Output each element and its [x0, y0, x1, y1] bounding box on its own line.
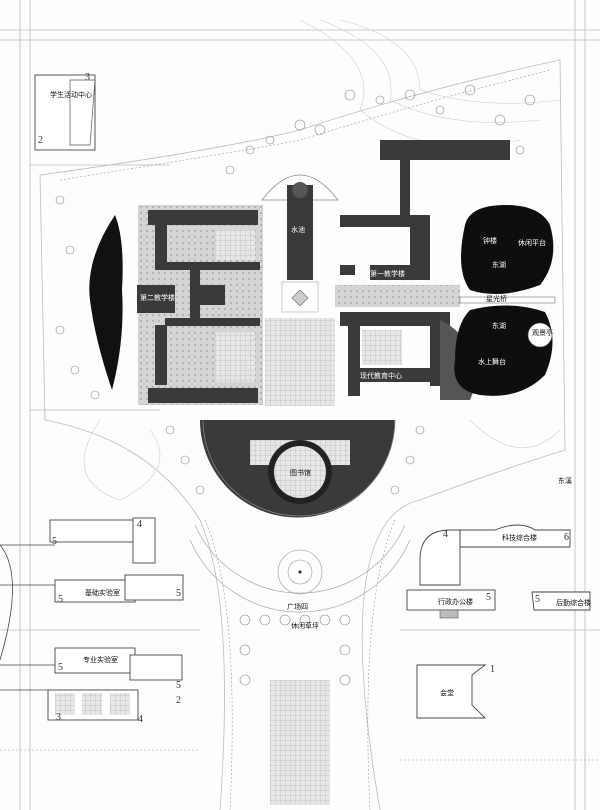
library: 图书馆: [189, 419, 411, 613]
modern-edu-label: 现代教育中心: [360, 371, 402, 380]
plaza-label: 广场四: [287, 602, 308, 611]
professional-laboratory: 专业实验室 5 5 2 3 4: [0, 647, 183, 725]
platform-label: 休闲平台: [518, 238, 546, 247]
svg-text:5: 5: [52, 536, 57, 547]
pier-label: 钟楼: [483, 236, 497, 245]
logistics-label: 后勤综合楼: [556, 598, 591, 607]
svg-text:4: 4: [137, 519, 142, 530]
svg-text:5: 5: [486, 592, 491, 603]
admin-building: 行政办公楼 5: [406, 589, 496, 619]
pavilion-label: 观景亭: [532, 328, 553, 337]
assembly-hall: 会堂 1: [416, 664, 495, 719]
west-pond: [89, 215, 123, 390]
plaza-four: 广场四 休闲草坪: [270, 549, 330, 805]
svg-text:6: 6: [564, 532, 569, 543]
basic-lab-label: 基础实验室: [85, 588, 120, 597]
bridge-label: 星光桥: [486, 294, 507, 303]
svg-text:1: 1: [490, 664, 495, 675]
svg-text:3: 3: [56, 712, 61, 723]
basic-laboratory: 基础实验室 4 5 5 5: [0, 517, 184, 661]
stage-label: 水上舞台: [478, 357, 506, 366]
svg-text:2: 2: [176, 695, 181, 706]
student-center: 学生活动中心 3 2: [34, 72, 96, 151]
svg-text:4: 4: [138, 714, 143, 725]
svg-text:4: 4: [443, 529, 448, 540]
svg-text:5: 5: [176, 588, 181, 599]
svg-text:2: 2: [38, 135, 43, 146]
tech-building: 科技综合楼 4 6: [419, 524, 571, 586]
hall-label: 会堂: [440, 688, 454, 697]
teaching-2-label: 第二教学楼: [140, 293, 175, 302]
teaching-building-1: 第一教学楼: [335, 140, 510, 307]
teaching-1-label: 第一教学楼: [370, 269, 405, 278]
pro-lab-label: 专业实验室: [83, 655, 118, 664]
svg-text:5: 5: [176, 680, 181, 691]
svg-text:3: 3: [85, 72, 90, 83]
teaching-building-2: 第二教学楼: [137, 205, 263, 405]
tech-label: 科技综合楼: [502, 533, 537, 542]
pool-label: 水池: [291, 225, 305, 234]
contour-lines: [83, 19, 561, 501]
east-lakes: 东湖 东湖 星光桥 钟楼 休闲平台 观景亭 水上舞台: [454, 205, 556, 396]
lake-north-label: 东湖: [492, 260, 506, 269]
logistics-building: 后勤综合楼 5: [531, 591, 591, 611]
east-label: 东溪: [558, 476, 572, 485]
trees: [55, 84, 536, 686]
student-center-label: 学生活动中心: [50, 90, 92, 99]
lake-south-label: 东湖: [492, 321, 506, 330]
lawn-label: 休闲草坪: [291, 621, 319, 630]
svg-text:5: 5: [58, 662, 63, 673]
svg-text:5: 5: [535, 594, 540, 605]
central-axis: 水池: [261, 174, 339, 406]
admin-label: 行政办公楼: [438, 597, 473, 606]
library-label: 图书馆: [290, 468, 311, 477]
svg-text:5: 5: [58, 594, 63, 605]
